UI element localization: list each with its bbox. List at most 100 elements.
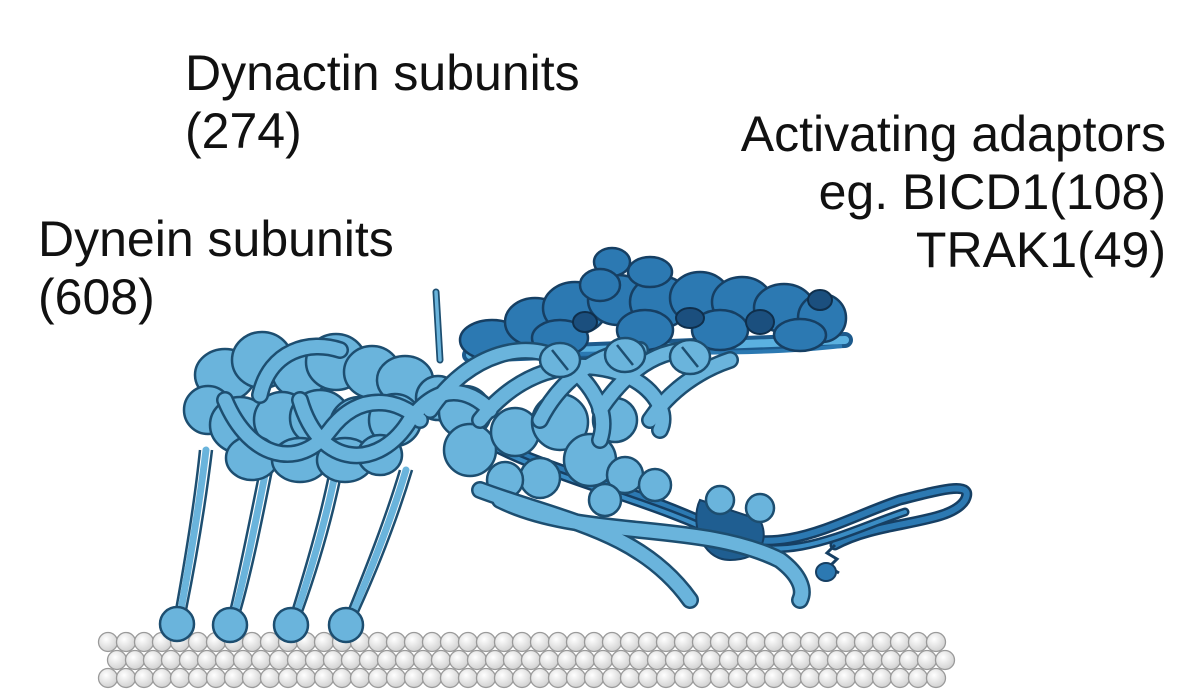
label-dynein-line1: Dynein subunits [38, 211, 394, 267]
microtubule-bead [385, 667, 407, 689]
microtubule-bead [547, 631, 569, 653]
microtubule-bead [763, 667, 785, 689]
microtubule-bead [475, 667, 497, 689]
microtubule-bead [475, 631, 497, 653]
microtubule-bead [655, 631, 677, 653]
microtubule-bead [853, 667, 875, 689]
microtubule-bead [772, 649, 794, 671]
microtubule-bead [673, 631, 695, 653]
microtubule-bead [466, 649, 488, 671]
microtubule-bead [682, 649, 704, 671]
microtubule-bead [358, 649, 380, 671]
microtubule-bead [367, 631, 389, 653]
microtubule-bead [916, 649, 938, 671]
microtubule-bead [898, 649, 920, 671]
microtubule-bead [529, 631, 551, 653]
microtubule-bead [421, 631, 443, 653]
microtubule-bead [511, 631, 533, 653]
microtubule-bead [259, 667, 281, 689]
microtubule-bead [403, 631, 425, 653]
label-activating-adaptors: Activating adaptors eg. BICD1(108) TRAK1… [741, 105, 1166, 279]
microtubule-bead [754, 649, 776, 671]
dynein-rings [538, 336, 712, 379]
microtubule-bead [583, 667, 605, 689]
microtubule-bead [745, 667, 767, 689]
label-dynactin-line2: (274) [185, 103, 302, 159]
microtubule-bead [853, 631, 875, 653]
microtubule-bead [889, 667, 911, 689]
microtubule-bead [214, 649, 236, 671]
microtubule-bead [574, 649, 596, 671]
microtubule-bead [313, 631, 335, 653]
microtubule-bead [124, 649, 146, 671]
microtubule-bead [457, 631, 479, 653]
microtubule-bead [430, 649, 452, 671]
microtubule-bead [637, 631, 659, 653]
microtubule-bead [799, 631, 821, 653]
microtubule-bead [142, 649, 164, 671]
microtubule-bead [547, 667, 569, 689]
microtubule-bead [322, 649, 344, 671]
label-adaptors-line2: eg. BICD1(108) [818, 164, 1166, 220]
microtubule-bead [502, 649, 524, 671]
microtubule-bead [781, 631, 803, 653]
microtubule-bead [790, 649, 812, 671]
microtubule-bead [277, 667, 299, 689]
microtubule-bead [241, 631, 263, 653]
microtubule-bead [286, 649, 308, 671]
microtubule-bead [700, 649, 722, 671]
microtubule-bead [439, 631, 461, 653]
microtubule-bead [871, 667, 893, 689]
label-dynactin-line1: Dynactin subunits [185, 45, 580, 101]
microtubule-bead [601, 667, 623, 689]
microtubule-bead [691, 631, 713, 653]
microtubule-bead [232, 649, 254, 671]
microtubule-bead [448, 649, 470, 671]
microtubule-bead [889, 631, 911, 653]
microtubule-bead [151, 667, 173, 689]
microtubule-bead [880, 649, 902, 671]
microtubule-bead [826, 649, 848, 671]
microtubule-bead [835, 631, 857, 653]
microtubule-bead [925, 631, 947, 653]
microtubule-bead [187, 631, 209, 653]
microtubule-bead [907, 667, 929, 689]
microtubule-bead [223, 667, 245, 689]
microtubule-bead [115, 667, 137, 689]
dynein-stalks [174, 449, 414, 613]
microtubule-bead [871, 631, 893, 653]
microtubule-bead [511, 667, 533, 689]
microtubule-bead [808, 649, 830, 671]
microtubule-bead [421, 667, 443, 689]
microtubule-bead [484, 649, 506, 671]
microtubule-bead [718, 649, 740, 671]
microtubule-bead [493, 631, 515, 653]
microtubule-bead [844, 649, 866, 671]
microtubule-bead [727, 667, 749, 689]
microtubule-bead [133, 667, 155, 689]
microtubule-bead [349, 667, 371, 689]
microtubule-bead [727, 631, 749, 653]
microtubule-bead [664, 649, 686, 671]
microtubule-bead [862, 649, 884, 671]
microtubule-bead [385, 631, 407, 653]
microtubule-bead [907, 631, 929, 653]
microtubule-bead [763, 631, 785, 653]
microtubule-bead [250, 649, 272, 671]
microtubule-bead [376, 649, 398, 671]
microtubule-bead [97, 631, 119, 653]
microtubule-bead [619, 631, 641, 653]
microtubule-bead [565, 631, 587, 653]
microtubule-bead [106, 649, 128, 671]
microtubule-bead [367, 667, 389, 689]
label-adaptors-line1: Activating adaptors [740, 106, 1166, 162]
microtubule-bead [187, 667, 209, 689]
microtubule-bead [520, 649, 542, 671]
microtubule-bead [304, 649, 326, 671]
microtubule-bead [565, 667, 587, 689]
microtubule-bead [583, 631, 605, 653]
microtubule-bead [592, 649, 614, 671]
microtubule-bead [133, 631, 155, 653]
microtubule-bead [538, 649, 560, 671]
